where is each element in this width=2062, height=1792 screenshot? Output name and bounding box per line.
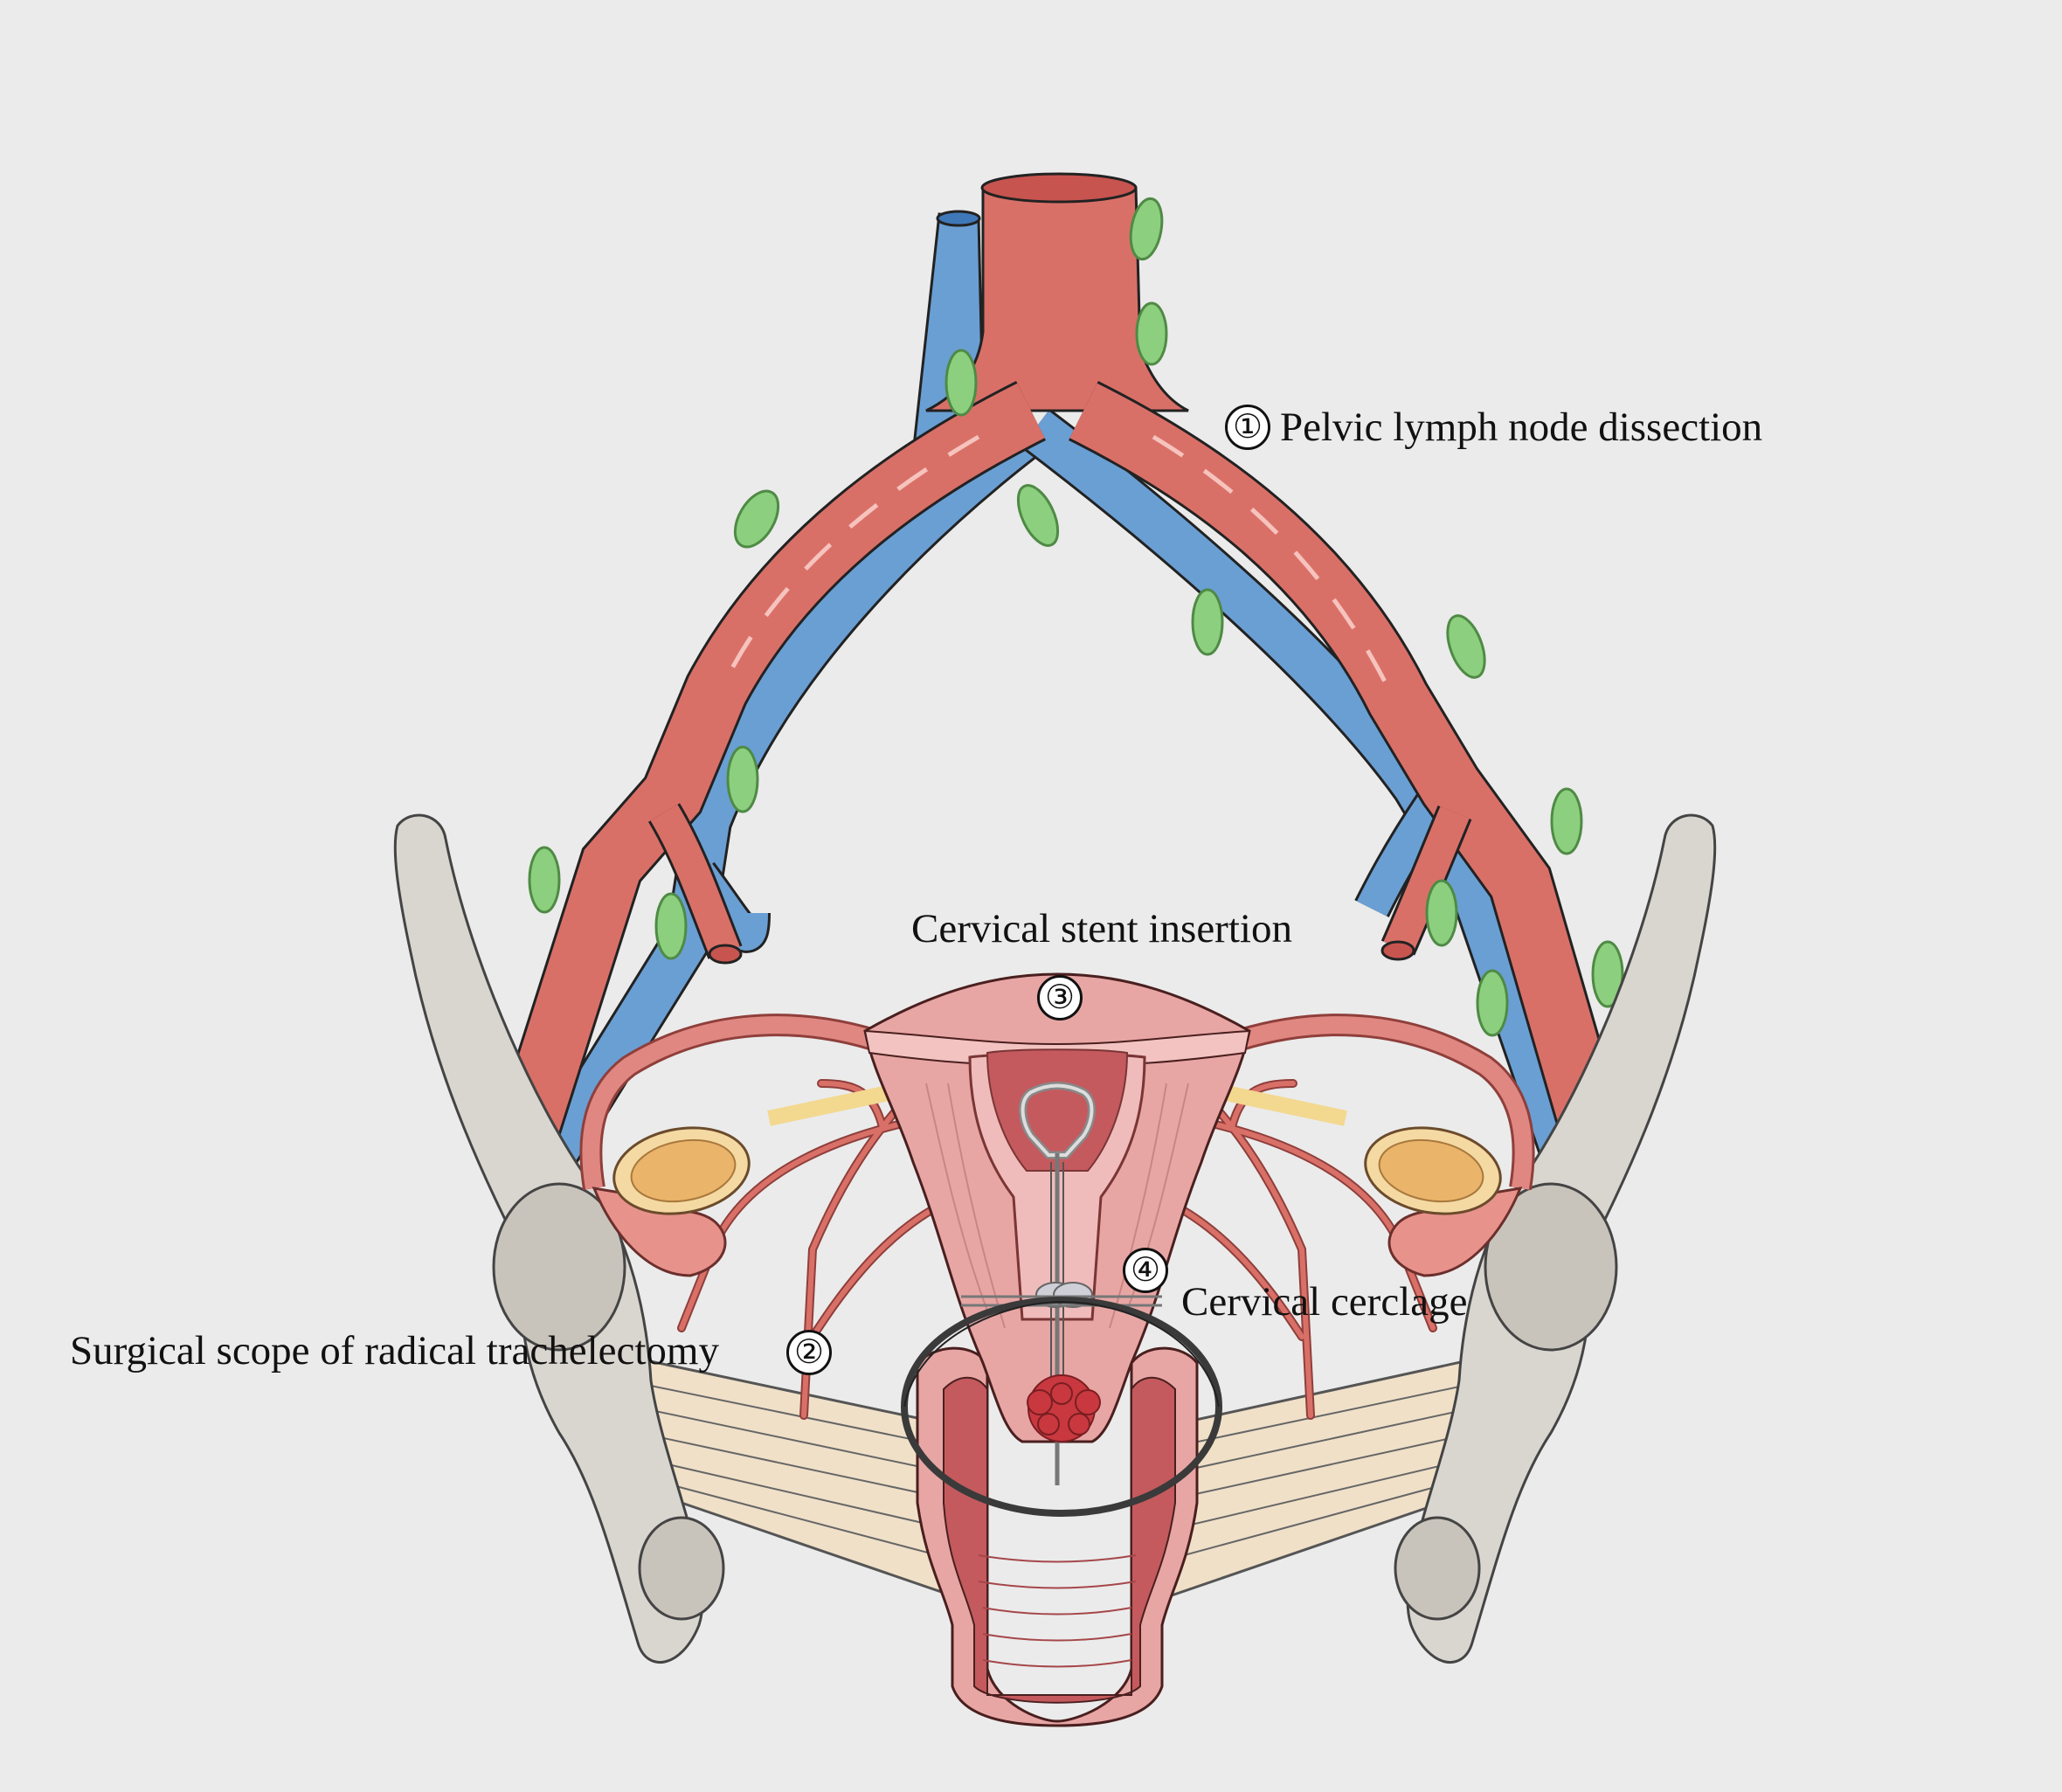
lymph-node-icon bbox=[1191, 588, 1224, 656]
left-ischium bbox=[638, 1516, 725, 1621]
lymph-node-icon bbox=[726, 745, 759, 813]
step-4-marker: ④ bbox=[1123, 1248, 1168, 1293]
vena-cava-top bbox=[936, 210, 981, 227]
pelvic-bones bbox=[393, 813, 1717, 1664]
aorta-top bbox=[980, 172, 1138, 204]
aorta bbox=[925, 186, 1189, 412]
lymph-node-icon bbox=[1129, 197, 1164, 261]
cervical-tumor-icon bbox=[1027, 1374, 1101, 1443]
ovaries bbox=[612, 1080, 1502, 1215]
lymph-node-icon bbox=[1476, 969, 1509, 1037]
lymph-node-icon bbox=[945, 349, 978, 417]
right-femoral-head bbox=[1484, 1182, 1618, 1352]
lymph-node-icon bbox=[1591, 940, 1624, 1008]
step-1-marker: ① bbox=[1225, 405, 1270, 450]
pelvic-ligaments bbox=[635, 1357, 1479, 1610]
surgical-scope-label: Surgical scope of radical trachelectomy bbox=[70, 1328, 719, 1373]
cervical-stent-insertion-label: Cervical stent insertion bbox=[911, 906, 1292, 951]
lymph-node-icon bbox=[1446, 614, 1486, 679]
left-femoral-head bbox=[492, 1182, 626, 1352]
endometrial-cavity bbox=[986, 1048, 1129, 1172]
lymph-nodes bbox=[528, 197, 1624, 1037]
lymph-node-icon bbox=[528, 846, 561, 914]
lymph-node-icon bbox=[1016, 484, 1060, 547]
lymph-node-icon bbox=[654, 892, 688, 960]
right-ischium bbox=[1394, 1516, 1481, 1621]
step-2-marker: ② bbox=[786, 1330, 832, 1375]
lymph-node-icon bbox=[1135, 301, 1168, 366]
vagina bbox=[916, 1346, 1199, 1727]
fallopian-tubes bbox=[579, 1014, 1535, 1191]
uterus bbox=[863, 972, 1251, 1485]
cervical-cerclage-label: Cervical cerclage bbox=[1181, 1279, 1468, 1325]
pelvic-lymph-node-dissection-label: Pelvic lymph node dissection bbox=[1280, 405, 1763, 450]
vaginal-canal bbox=[943, 1376, 1176, 1704]
lymph-node-icon bbox=[1550, 787, 1583, 855]
arteries bbox=[488, 172, 1631, 1164]
lymph-node-icon bbox=[733, 489, 780, 549]
lymph-node-icon bbox=[1425, 879, 1458, 947]
step-3-marker: ③ bbox=[1037, 975, 1083, 1021]
